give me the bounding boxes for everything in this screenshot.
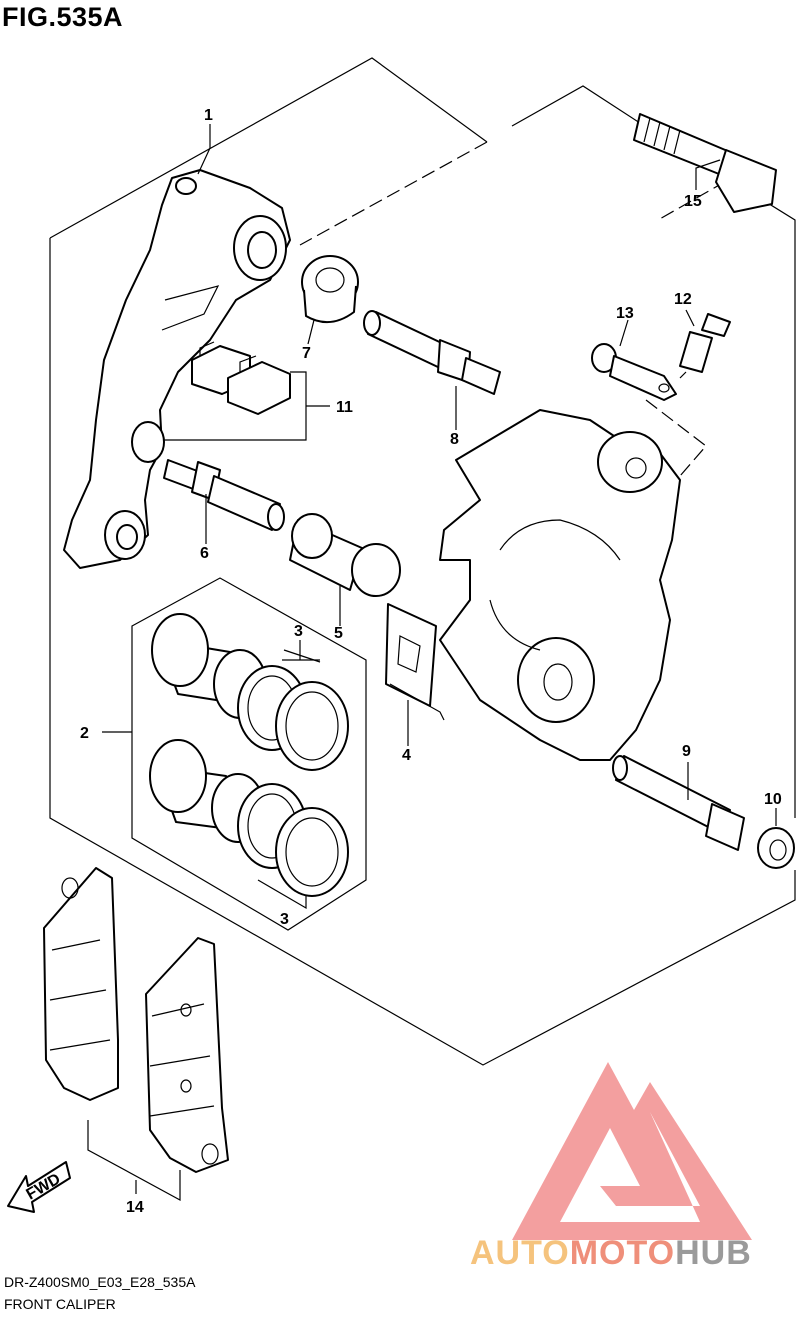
diagram-name: FRONT CALIPER: [4, 1296, 116, 1312]
callout-9: 9: [682, 743, 691, 760]
forward-direction-arrow: FWD: [7, 1161, 71, 1213]
callout-numbers: 1 15 12 13 7 11 8 6 3 5 2 4 9 10 3 14: [80, 107, 782, 1216]
caliper-body: [439, 409, 681, 761]
piston-lower: [149, 739, 349, 897]
watermark-text: AUTOMOTOHUB: [470, 1234, 752, 1273]
watermark-moto: MOTO: [569, 1234, 676, 1272]
piston-upper: [151, 613, 349, 771]
callout-7: 7: [302, 345, 311, 362]
piston-group-box: [131, 577, 367, 931]
callout-8: 8: [450, 431, 459, 448]
callout-1: 1: [204, 107, 213, 124]
diagram-code: DR-Z400SM0_E03_E28_535A: [4, 1274, 196, 1290]
callout-4: 4: [402, 747, 411, 764]
callout-3-bottom: 3: [280, 911, 289, 928]
slide-pin-lower: [163, 459, 285, 531]
caliper-bracket: [63, 169, 291, 569]
callout-11: 11: [336, 399, 353, 416]
callout-3-top: 3: [294, 623, 303, 640]
pad-pin-plug: [757, 827, 795, 869]
watermark-hub: HUB: [675, 1234, 752, 1272]
slide-pin-boot: [301, 255, 359, 323]
pad-retainer: [385, 603, 445, 721]
mounting-bolt: [633, 113, 777, 213]
slide-pin-upper: [363, 310, 501, 395]
callout-10: 10: [764, 791, 782, 808]
bleeder-valve: [679, 313, 731, 379]
leader-lines: [87, 124, 777, 1202]
callout-14: 14: [126, 1199, 144, 1216]
callout-15: 15: [684, 193, 702, 210]
callout-13: 13: [616, 305, 634, 322]
callout-6: 6: [200, 545, 209, 562]
callout-5: 5: [334, 625, 343, 642]
watermark-logo: [512, 1062, 752, 1240]
boot-lower: [289, 513, 401, 597]
bleeder-cap: [591, 343, 677, 401]
watermark-auto: AUTO: [470, 1234, 570, 1272]
figure-title: FIG.535A: [2, 2, 124, 32]
pad-pin: [612, 755, 745, 851]
pad-spring-clips: [191, 341, 291, 415]
callout-2: 2: [80, 725, 89, 742]
brake-pads: [43, 867, 229, 1173]
callout-12: 12: [674, 291, 692, 308]
